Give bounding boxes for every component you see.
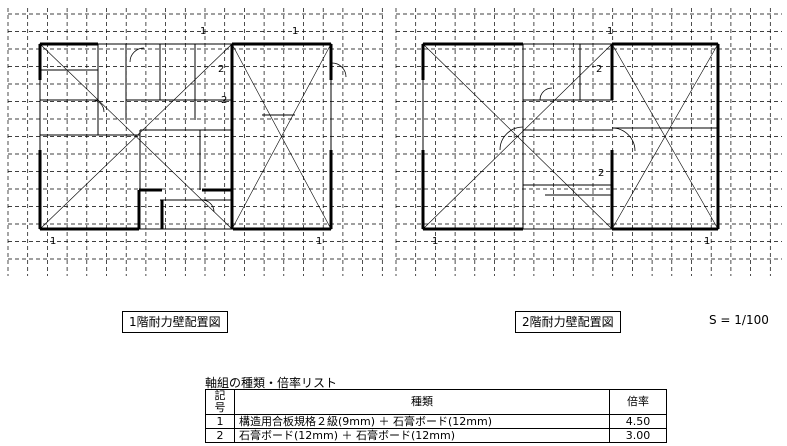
floor-1-bearing-walls: [38, 42, 333, 231]
floor-2-plan: [421, 42, 720, 231]
wall-type-mark: 2: [218, 64, 224, 75]
legend-type: 構造用合板規格２級(9mm) ＋ 石膏ボード(12mm): [234, 414, 610, 429]
legend-header-row: 記号 種類 倍率: [205, 389, 667, 415]
wall-type-mark: 2: [221, 95, 227, 106]
wall-type-mark: 2: [596, 64, 602, 75]
wall-type-mark: 1: [316, 236, 322, 247]
legend-ratio: 4.50: [609, 414, 667, 429]
legend-ratio: 3.00: [609, 428, 667, 443]
scale-label: S = 1/100: [709, 313, 769, 327]
wall-type-mark: 1: [704, 236, 710, 247]
floor-1-partitions: [40, 44, 295, 201]
wall-type-mark: 1: [607, 26, 613, 37]
floor-2-bracing-x: [422, 43, 719, 230]
wall-type-marks: 1 1 1 1 1 1 1 2 2 2 2: [50, 26, 710, 247]
legend-type: 石膏ボード(12mm) ＋ 石膏ボード(12mm): [234, 428, 610, 443]
legend-title: 軸組の種類・倍率リスト: [205, 376, 338, 390]
legend-code: 2: [205, 428, 235, 443]
legend-header-code: 記号: [205, 389, 235, 415]
floor-1-caption: 1階耐力壁配置図: [122, 311, 228, 333]
wall-type-mark: 1: [50, 236, 56, 247]
legend-row: 2 石膏ボード(12mm) ＋ 石膏ボード(12mm) 3.00: [205, 428, 667, 443]
floor-2-caption: 2階耐力壁配置図: [515, 311, 621, 333]
wall-type-mark: 1: [432, 236, 438, 247]
legend-header-type: 種類: [234, 389, 610, 415]
floor-1-bracing-x: [39, 43, 332, 230]
legend-row: 1 構造用合板規格２級(9mm) ＋ 石膏ボード(12mm) 4.50: [205, 414, 667, 429]
floor-1-outer-wall: [39, 43, 332, 230]
floor-2-doors: [499, 87, 636, 152]
floor-1-doors: [91, 47, 347, 213]
module-grid: [7, 8, 782, 276]
legend-header-ratio: 倍率: [609, 389, 667, 415]
legend-table: 記号 種類 倍率 1 構造用合板規格２級(9mm) ＋ 石膏ボード(12mm) …: [205, 389, 667, 443]
wall-type-mark: 1: [292, 26, 298, 37]
wall-type-mark: 1: [200, 26, 206, 37]
wall-type-mark: 2: [598, 168, 604, 179]
floor-2-bearing-walls: [421, 42, 720, 231]
floor-2-partitions: [522, 44, 718, 229]
floor-1-plan: [38, 42, 347, 231]
legend-code: 1: [205, 414, 235, 429]
